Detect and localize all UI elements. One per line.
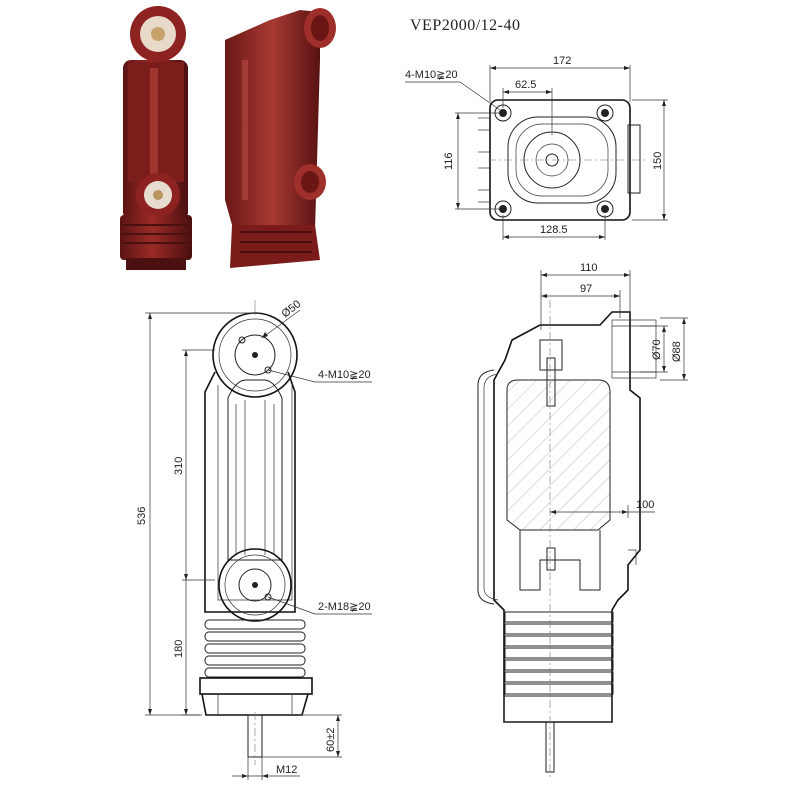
drawing-title: VEP2000/12-40 (410, 17, 521, 34)
bolt-callout-upper: 4-M10≩20 (318, 369, 371, 381)
dim-bore-outer: Ø88 (671, 341, 683, 362)
dim-top-width: 172 (553, 55, 571, 67)
dim-upper-span: 310 (173, 457, 185, 475)
dim-bore-inner: Ø70 (651, 339, 663, 360)
dim-section-width-inner: 97 (580, 283, 592, 295)
product-photo-side (225, 8, 336, 268)
bolt-callout-top: 4-M10≩20 (405, 69, 458, 81)
dim-hole-offset: 62.5 (515, 79, 536, 91)
dim-bolt-pitch: 128.5 (540, 224, 568, 236)
dim-inner-height: 116 (443, 152, 455, 170)
dim-section-mid-width: 100 (636, 499, 654, 511)
front-view: 536 310 180 Ø50 4-M10≩20 2-M18≩20 60±2 (136, 298, 372, 780)
dim-section-width-top: 110 (580, 262, 598, 274)
dim-overall-length: 536 (136, 507, 148, 525)
bolt-callout-lower: 2-M18≩20 (318, 601, 371, 613)
section-view: 110 97 Ø70 Ø88 100 (477, 262, 688, 778)
dim-outer-height: 150 (652, 152, 664, 170)
product-photo-front (120, 6, 192, 270)
dim-shaft-thread: M12 (276, 764, 297, 776)
dim-shaft-length: 60±2 (325, 728, 337, 752)
dim-terminal-diameter: Ø50 (279, 298, 303, 320)
top-view: 172 62.5 128.5 116 150 4-M10≩20 (405, 55, 668, 240)
dim-lower-span: 180 (173, 640, 185, 658)
